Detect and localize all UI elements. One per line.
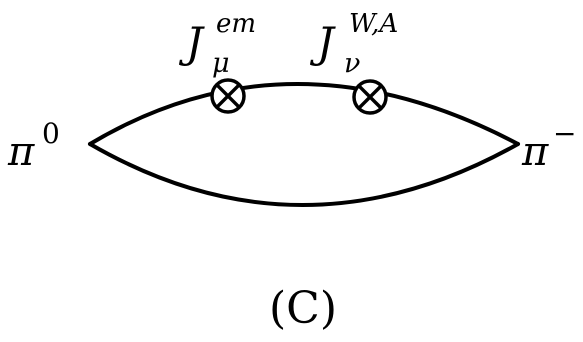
vertex-1-current-superscript: em xyxy=(216,9,256,39)
outgoing-pion-label: π − xyxy=(521,117,576,175)
outgoing-pion-symbol: π xyxy=(521,129,549,175)
current-insertion-vertex-2-icon xyxy=(352,79,388,115)
vertex-2-current-symbol: J xyxy=(309,18,336,67)
vertex-2-current-superscript: W,A xyxy=(349,9,398,39)
upper-propagator-line xyxy=(88,82,520,146)
vertex-2-current-subscript: ν xyxy=(344,48,360,79)
lower-propagator-line xyxy=(88,142,520,207)
vertex-1-current-label: J em μ xyxy=(178,9,256,79)
outgoing-pion-charge: − xyxy=(553,117,576,150)
incoming-pion-charge: 0 xyxy=(42,117,60,150)
incoming-pion-label: π 0 xyxy=(7,117,60,175)
vertex-2-current-label: J W,A ν xyxy=(309,9,398,79)
figure-caption: (C) xyxy=(269,283,337,334)
vertex-1-current-symbol: J xyxy=(178,18,205,67)
current-insertion-vertex-1-icon xyxy=(210,78,246,114)
incoming-pion-symbol: π xyxy=(7,129,35,175)
vertex-1-current-subscript: μ xyxy=(212,48,230,79)
